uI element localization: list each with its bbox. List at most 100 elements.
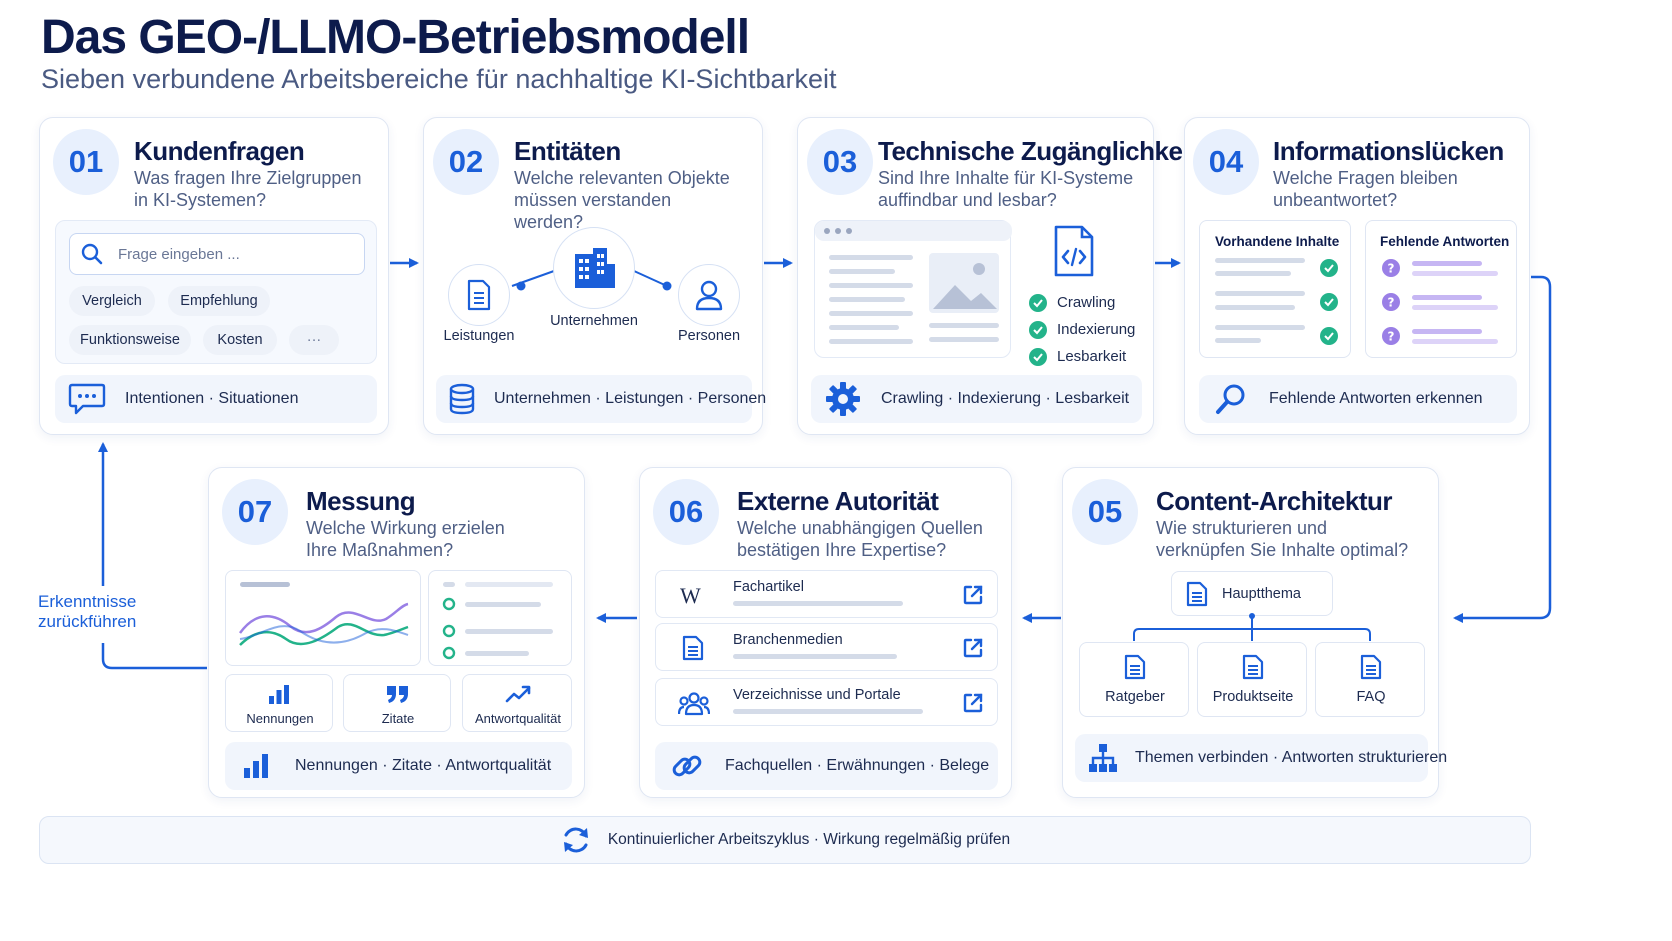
check-icon	[1029, 293, 1047, 312]
tree-leaf-label: Produktseite	[1212, 689, 1294, 705]
card-footer: Fachquellen · Erwähnungen · Belege	[655, 742, 998, 790]
tree-leaf-label: Ratgeber	[1105, 689, 1165, 705]
chip-funktionsweise[interactable]: Funktionsweise	[69, 325, 191, 355]
card-entitaeten: 02 Entitäten Welche relevanten Objekte m…	[423, 117, 766, 435]
check-item: Indexierung	[1029, 316, 1135, 343]
metric-label: Nennungen	[246, 711, 314, 726]
tree-leaf-ratgeber[interactable]: Ratgeber	[1079, 642, 1189, 717]
link-icon	[667, 746, 707, 786]
refresh-cycle-icon	[560, 824, 592, 856]
wikipedia-w-icon: W	[680, 583, 701, 608]
footer-text: Crawling · Indexierung · Lesbarkeit	[881, 390, 1130, 407]
footer-text: Nennungen · Zitate · Antwortqualität	[295, 757, 552, 774]
search-icon	[80, 242, 104, 266]
entity-label-leistungen: Leistungen	[443, 328, 515, 344]
tree-leaf-faq[interactable]: FAQ	[1315, 642, 1425, 717]
card-footer: Intentionen · Situationen	[55, 375, 377, 423]
check-icon	[1320, 293, 1338, 311]
card-title: Entitäten	[514, 136, 621, 166]
step-number: 03	[807, 129, 873, 195]
external-link-icon[interactable]	[962, 584, 984, 606]
source-row-fachartikel[interactable]: W Fachartikel	[655, 570, 998, 618]
existing-content-panel: Vorhandene Inhalte	[1199, 220, 1351, 358]
missing-answers-panel: Fehlende Antworten ? ? ?	[1365, 220, 1517, 358]
metric-tile-antwortqualitaet[interactable]: Antwortqualität	[462, 674, 572, 732]
source-label: Fachartikel	[733, 579, 804, 595]
card-title: Kundenfragen	[134, 136, 305, 166]
card-title: Externe Autorität	[737, 486, 939, 516]
svg-text:?: ?	[1388, 262, 1395, 276]
footer-text: Intentionen · Situationen	[125, 390, 299, 407]
card-footer: Unternehmen · Leistungen · Personen	[436, 375, 766, 423]
database-icon	[448, 379, 476, 419]
card-title: Informationslücken	[1273, 136, 1504, 166]
question-icon: ?	[1382, 327, 1400, 345]
code-file-icon	[1052, 225, 1096, 277]
entity-label-personen: Personen	[677, 328, 741, 344]
document-icon	[1242, 654, 1264, 680]
check-icon	[1029, 320, 1047, 339]
search-input[interactable]: Frage eingeben ...	[69, 233, 365, 275]
external-link-icon[interactable]	[962, 692, 984, 714]
document-icon	[1124, 654, 1146, 680]
quote-icon	[386, 684, 410, 704]
bar-chart-icon	[237, 746, 277, 786]
footer-text: Themen verbinden · Antworten strukturier…	[1135, 749, 1448, 766]
footer-text: Unternehmen · Leistungen · Personen	[494, 390, 767, 407]
card-kundenfragen: 01 Kundenfragen Was fragen Ihre Zielgrup…	[39, 117, 389, 435]
chip-vergleich[interactable]: Vergleich	[69, 286, 155, 316]
gear-icon	[823, 379, 863, 419]
step-number: 07	[222, 479, 288, 545]
card-footer: Fehlende Antworten erkennen	[1199, 375, 1517, 423]
external-link-icon[interactable]	[962, 637, 984, 659]
card-title: Content-Architektur	[1156, 486, 1393, 516]
trend-chart-panel	[225, 570, 421, 666]
entity-node-unternehmen[interactable]	[553, 227, 635, 309]
hierarchy-icon	[1087, 738, 1119, 778]
chip-kosten[interactable]: Kosten	[203, 325, 277, 355]
source-row-branchenmedien[interactable]: Branchenmedien	[655, 623, 998, 671]
page-title: Das GEO-/LLMO-Betriebsmodell	[41, 11, 750, 64]
people-group-icon	[678, 690, 710, 716]
person-icon	[694, 279, 724, 311]
kpi-list-panel	[428, 570, 572, 666]
feedback-label: Erkenntnisse zurückführen	[38, 592, 137, 631]
source-row-verzeichnisse[interactable]: Verzeichnisse und Portale	[655, 678, 998, 726]
metric-tile-nennungen[interactable]: Nennungen	[225, 674, 333, 732]
card-subtitle: Welche Fragen bleiben unbeantwortet?	[1273, 168, 1458, 210]
step-number: 01	[53, 129, 119, 195]
magnifier-icon	[1211, 379, 1251, 419]
entity-label-unternehmen: Unternehmen	[550, 313, 638, 329]
metric-tile-zitate[interactable]: Zitate	[343, 674, 451, 732]
tree-connectors	[1133, 613, 1371, 641]
cycle-text: Kontinuierlicher Arbeitszyklus · Wirkung…	[607, 831, 1011, 848]
card-subtitle: Welche unabhängigen Quellen bestätigen I…	[737, 518, 983, 560]
tree-leaf-label: FAQ	[1356, 689, 1386, 705]
entity-node-personen[interactable]	[678, 264, 740, 326]
chip-empfehlung[interactable]: Empfehlung	[168, 286, 270, 316]
card-footer: Crawling · Indexierung · Lesbarkeit	[811, 375, 1142, 423]
card-title: Messung	[306, 486, 416, 516]
entity-node-leistungen[interactable]	[448, 264, 510, 326]
document-icon	[682, 635, 704, 661]
webpage-mockup	[814, 220, 1012, 358]
svg-text:?: ?	[1388, 296, 1395, 310]
column-header-missing: Fehlende Antworten	[1380, 234, 1510, 249]
card-externe-autoritaet: 06 Externe Autorität Welche unabhängigen…	[639, 467, 1012, 798]
card-footer: Nennungen · Zitate · Antwortqualität	[225, 742, 572, 790]
step-number: 04	[1193, 129, 1259, 195]
source-label: Verzeichnisse und Portale	[733, 687, 901, 703]
card-subtitle: Was fragen Ihre Zielgruppen in KI-System…	[134, 168, 362, 210]
card-technische-zugaenglichkeit: 03 Technische Zugänglichkeit Sind Ihre I…	[797, 117, 1198, 435]
tree-root-label: Hauptthema	[1222, 585, 1301, 602]
card-footer: Themen verbinden · Antworten strukturier…	[1075, 734, 1447, 782]
footer-text: Fachquellen · Erwähnungen · Belege	[725, 757, 990, 774]
document-icon	[1186, 581, 1208, 607]
question-icon: ?	[1382, 293, 1400, 311]
chip-more[interactable]: ···	[289, 325, 339, 355]
tree-leaf-produktseite[interactable]: Produktseite	[1197, 642, 1307, 717]
check-item: Crawling	[1029, 289, 1135, 316]
source-label: Branchenmedien	[733, 632, 843, 648]
check-list: Crawling Indexierung Lesbarkeit	[1029, 289, 1135, 370]
